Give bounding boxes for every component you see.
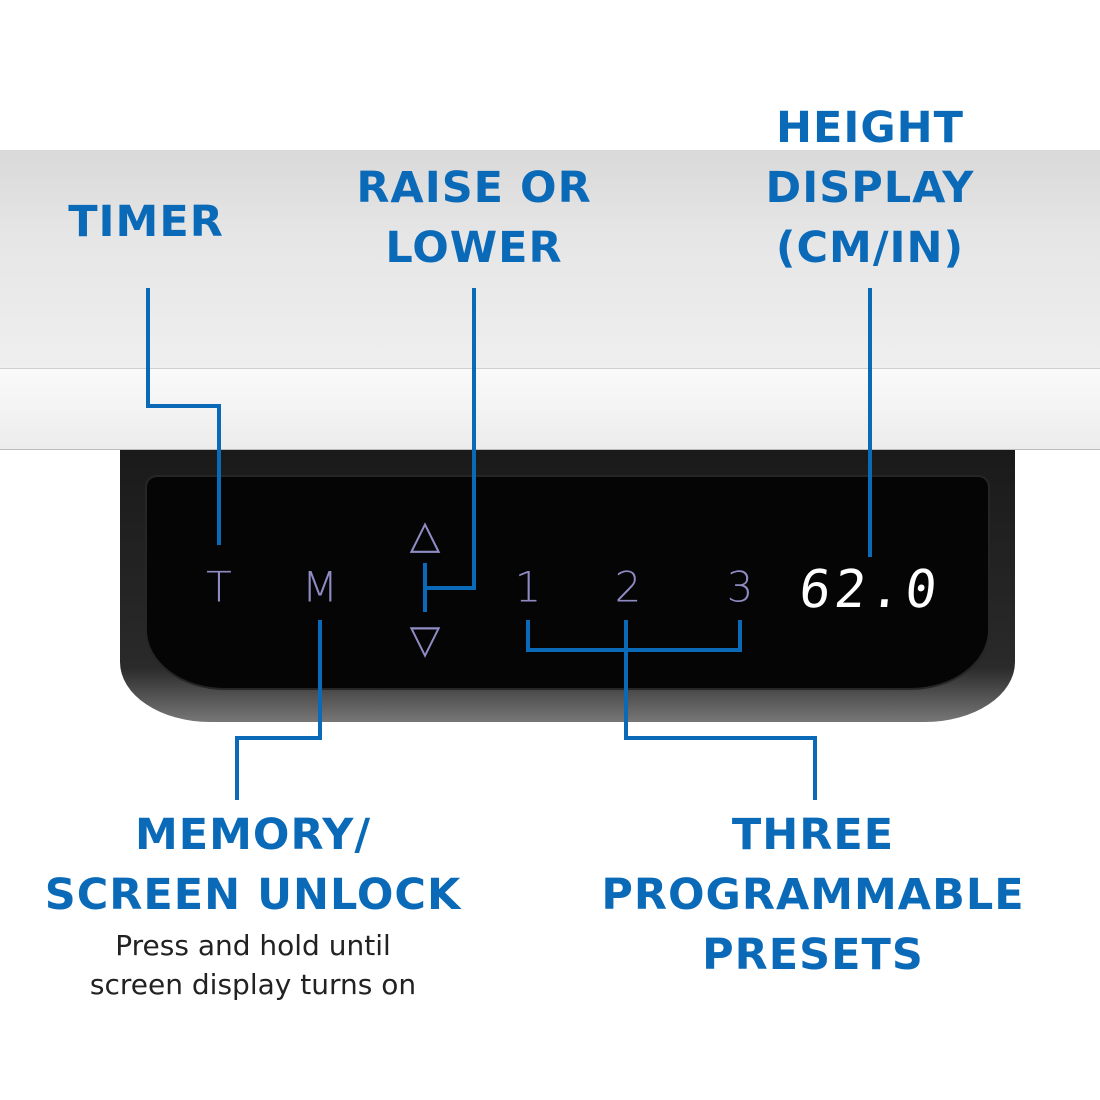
timer-label: TIMER [68,197,224,247]
memory-label: MEMORY/SCREEN UNLOCK [44,810,462,920]
preset-3-button[interactable]: 3 [726,562,754,612]
memory-leader [235,620,322,800]
touch-screen [145,475,990,690]
lower-button[interactable]: ▽ [409,617,441,663]
raise-lower-leader [425,288,476,590]
timer-button[interactable]: T [206,562,232,612]
control-panel [120,450,1015,722]
preset-2-button[interactable]: 2 [614,562,642,612]
raise-button[interactable]: △ [409,512,441,558]
timer-leader [146,288,221,545]
memory-button[interactable]: M [301,562,339,612]
desk-surface [0,150,1100,370]
preset-1-button[interactable]: 1 [514,562,542,612]
presets-leader [624,620,817,800]
presets-bracket [526,620,742,652]
desk-edge [0,368,1100,450]
